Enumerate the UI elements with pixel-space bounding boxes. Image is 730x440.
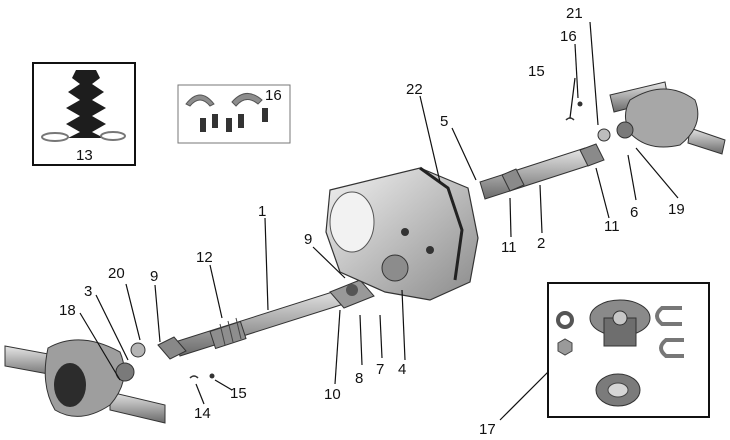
callout-8: 8 — [355, 370, 363, 387]
rear-shaft-front-u-joint — [501, 168, 525, 192]
callout-15a: 15 — [230, 385, 247, 402]
u-bolt-2 — [659, 338, 684, 358]
callout-16b: 16 — [560, 28, 577, 45]
callout-2: 2 — [537, 235, 545, 252]
callout-6: 6 — [630, 204, 638, 221]
washer — [556, 311, 574, 329]
callout-20: 20 — [108, 265, 125, 282]
callout-11a: 11 — [501, 239, 517, 256]
callout-16a: 16 — [265, 87, 282, 104]
callout-9b: 9 — [150, 268, 158, 285]
front-u-joint — [157, 336, 187, 360]
strap-kit-inset — [177, 84, 291, 144]
shaft-boot — [209, 317, 247, 350]
callout-5: 5 — [440, 113, 448, 130]
u-bolt-1 — [655, 306, 682, 326]
yoke-kit-inset — [547, 282, 710, 418]
callout-4: 4 — [398, 361, 406, 378]
callout-18: 18 — [59, 302, 76, 319]
callout-7: 7 — [376, 361, 384, 378]
rear-axle — [565, 81, 726, 155]
nut — [557, 338, 573, 356]
rear-shaft-rear-u-joint — [579, 143, 605, 167]
front-hardware — [189, 373, 215, 379]
callout-12: 12 — [196, 249, 213, 266]
rubber-boot — [66, 70, 106, 138]
boot-clamp-left — [41, 132, 69, 142]
callout-13: 13 — [76, 147, 93, 164]
boot-kit-inset — [32, 62, 136, 166]
transfer-case — [325, 166, 479, 301]
front-axle — [4, 339, 166, 424]
boot-clamp-right — [100, 131, 126, 141]
callout-17: 17 — [479, 421, 496, 438]
front-driveshaft — [130, 279, 375, 360]
callout-11b: 11 — [604, 218, 620, 235]
u-strap-2 — [231, 93, 263, 107]
callout-22: 22 — [406, 81, 423, 98]
u-strap-1 — [185, 94, 215, 107]
callout-15b: 15 — [528, 63, 545, 80]
callout-9a: 9 — [304, 231, 312, 248]
callout-10: 10 — [324, 386, 341, 403]
callout-1: 1 — [258, 203, 266, 220]
callout-19: 19 — [668, 201, 685, 218]
callout-21: 21 — [566, 5, 583, 22]
callout-labels: 1 2 3 4 5 6 7 8 9 9 10 11 11 12 13 14 15… — [59, 5, 685, 438]
callout-3: 3 — [84, 283, 92, 300]
leader-lines — [79, 21, 679, 421]
callout-14: 14 — [194, 405, 211, 422]
rear-driveshaft — [479, 143, 605, 200]
